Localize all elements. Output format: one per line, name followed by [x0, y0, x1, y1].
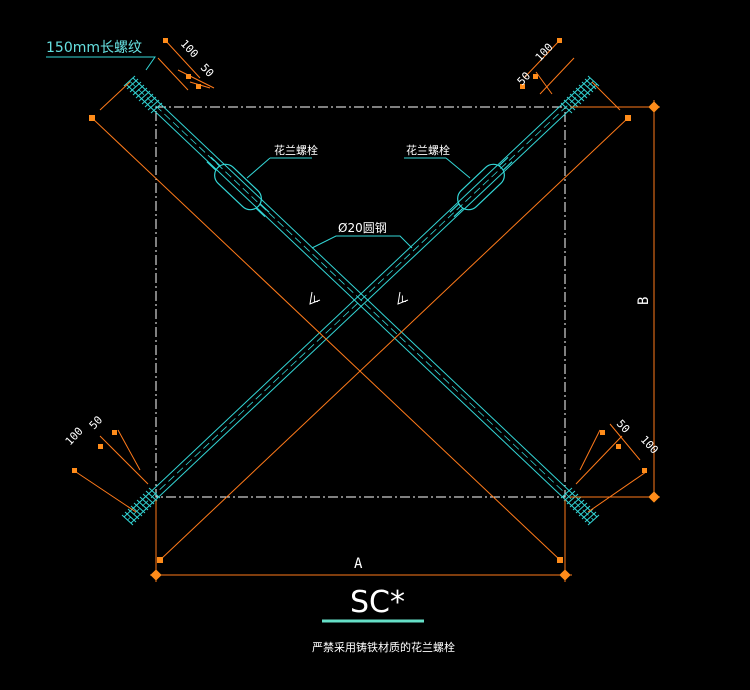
dim-50-br: 50	[614, 417, 633, 436]
dim-100-bl: 100	[63, 425, 86, 448]
thread-end-tr	[560, 75, 600, 114]
angle-marks	[309, 291, 409, 305]
dim-50-tl: 50	[198, 61, 217, 80]
thread-end-tl	[123, 75, 163, 114]
rod-tl-br	[125, 77, 598, 524]
angle-label-right: L	[401, 295, 406, 305]
dim-50-bl: 50	[87, 413, 106, 432]
frame-rectangle	[155, 106, 566, 498]
dim-50-tr: 50	[515, 69, 534, 88]
dim-diagonals	[91, 81, 629, 561]
dimension-b	[570, 100, 660, 500]
thread-end-bl	[121, 487, 161, 526]
dim-100-tr: 100	[533, 41, 556, 64]
turnbuckle-left-label: 花兰螺栓	[274, 143, 318, 157]
dim-a-label: A	[354, 556, 363, 572]
footnote: 严禁采用铸铁材质的花兰螺栓	[312, 640, 455, 654]
dimension-a	[150, 500, 572, 582]
turnbuckle-right	[449, 156, 513, 218]
corner-dims	[75, 39, 647, 513]
tick-markers	[72, 38, 660, 581]
rod-note: Ø20圆钢	[338, 221, 387, 235]
dim-100-br: 100	[638, 433, 661, 456]
drawing-title: SC*	[350, 585, 405, 620]
dim-b-label: B	[636, 297, 652, 305]
thread-note: 150mm长螺纹	[46, 40, 142, 56]
thread-end-br	[560, 487, 600, 526]
turnbuckle-right-label: 花兰螺栓	[406, 143, 450, 157]
angle-label-left: L	[313, 295, 318, 305]
rod-tr-bl	[123, 77, 598, 524]
leaders	[46, 56, 471, 249]
turnbuckle-left	[206, 156, 270, 218]
